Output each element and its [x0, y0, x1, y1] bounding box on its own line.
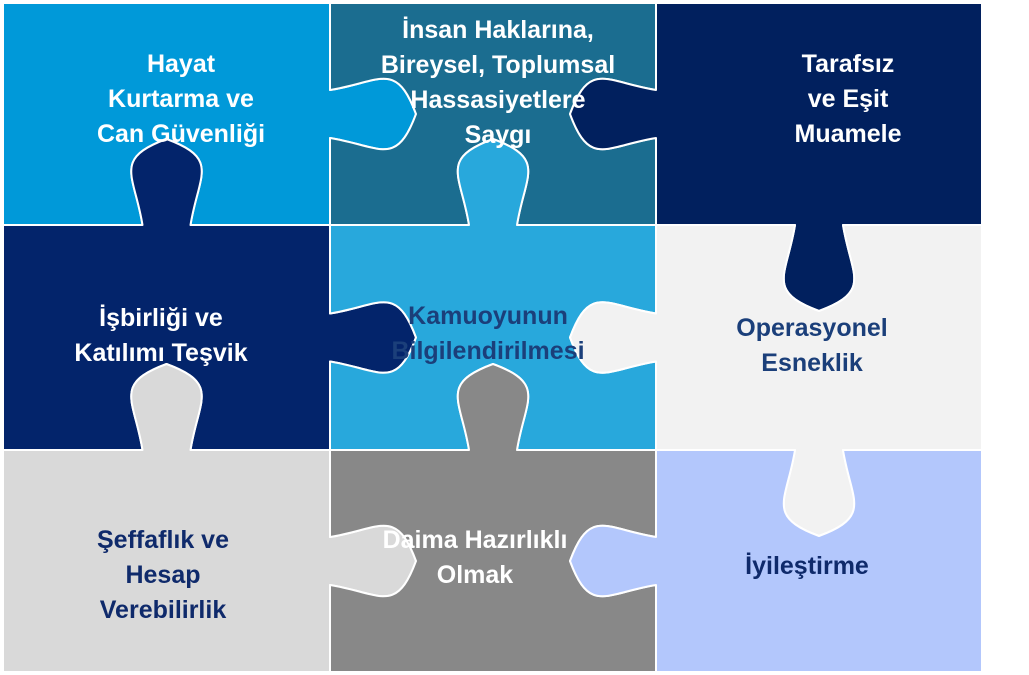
piece-label-line: Bilgilendirilmesi — [391, 337, 584, 365]
piece-label-line: Tarafsız — [802, 50, 895, 78]
piece-label-line: İyileştirme — [745, 552, 869, 580]
puzzle-piece-iyilestirme — [569, 449, 983, 673]
piece-label-line: Bireysel, Toplumsal — [381, 51, 615, 79]
piece-label-line: Kurtarma ve — [108, 85, 254, 113]
piece-label-line: Hayat — [147, 50, 216, 78]
piece-label-line: Can Güvenliği — [97, 120, 265, 148]
piece-label-line: Katılımı Teşvik — [74, 339, 247, 367]
piece-label-line: Daima Hazırlıklı — [383, 526, 568, 554]
piece-label-line: Hassasiyetlere — [410, 86, 585, 114]
piece-label-line: Verebilirlik — [100, 596, 227, 624]
piece-label-line: Şeffaflık ve — [97, 526, 229, 554]
piece-label-line: Operasyonel — [736, 314, 887, 342]
piece-label-line: Olmak — [437, 561, 514, 589]
piece-label-line: Hesap — [125, 561, 200, 589]
piece-label-line: Muamele — [795, 120, 902, 148]
pieces-layer — [2, 2, 983, 673]
piece-label-iyilestirme: İyileştirme — [745, 552, 869, 580]
piece-label-isbirligi: İşbirliği ve Katılımı Teşvik — [74, 304, 247, 367]
piece-label-line: Saygı — [465, 121, 532, 149]
piece-label-line: İnsan Haklarına, — [402, 16, 594, 44]
piece-label-line: Esneklik — [761, 349, 863, 377]
piece-label-line: İşbirliği ve — [99, 304, 223, 332]
piece-label-line: ve Eşit — [808, 85, 889, 113]
piece-label-line: Kamuoyunun — [408, 302, 568, 330]
